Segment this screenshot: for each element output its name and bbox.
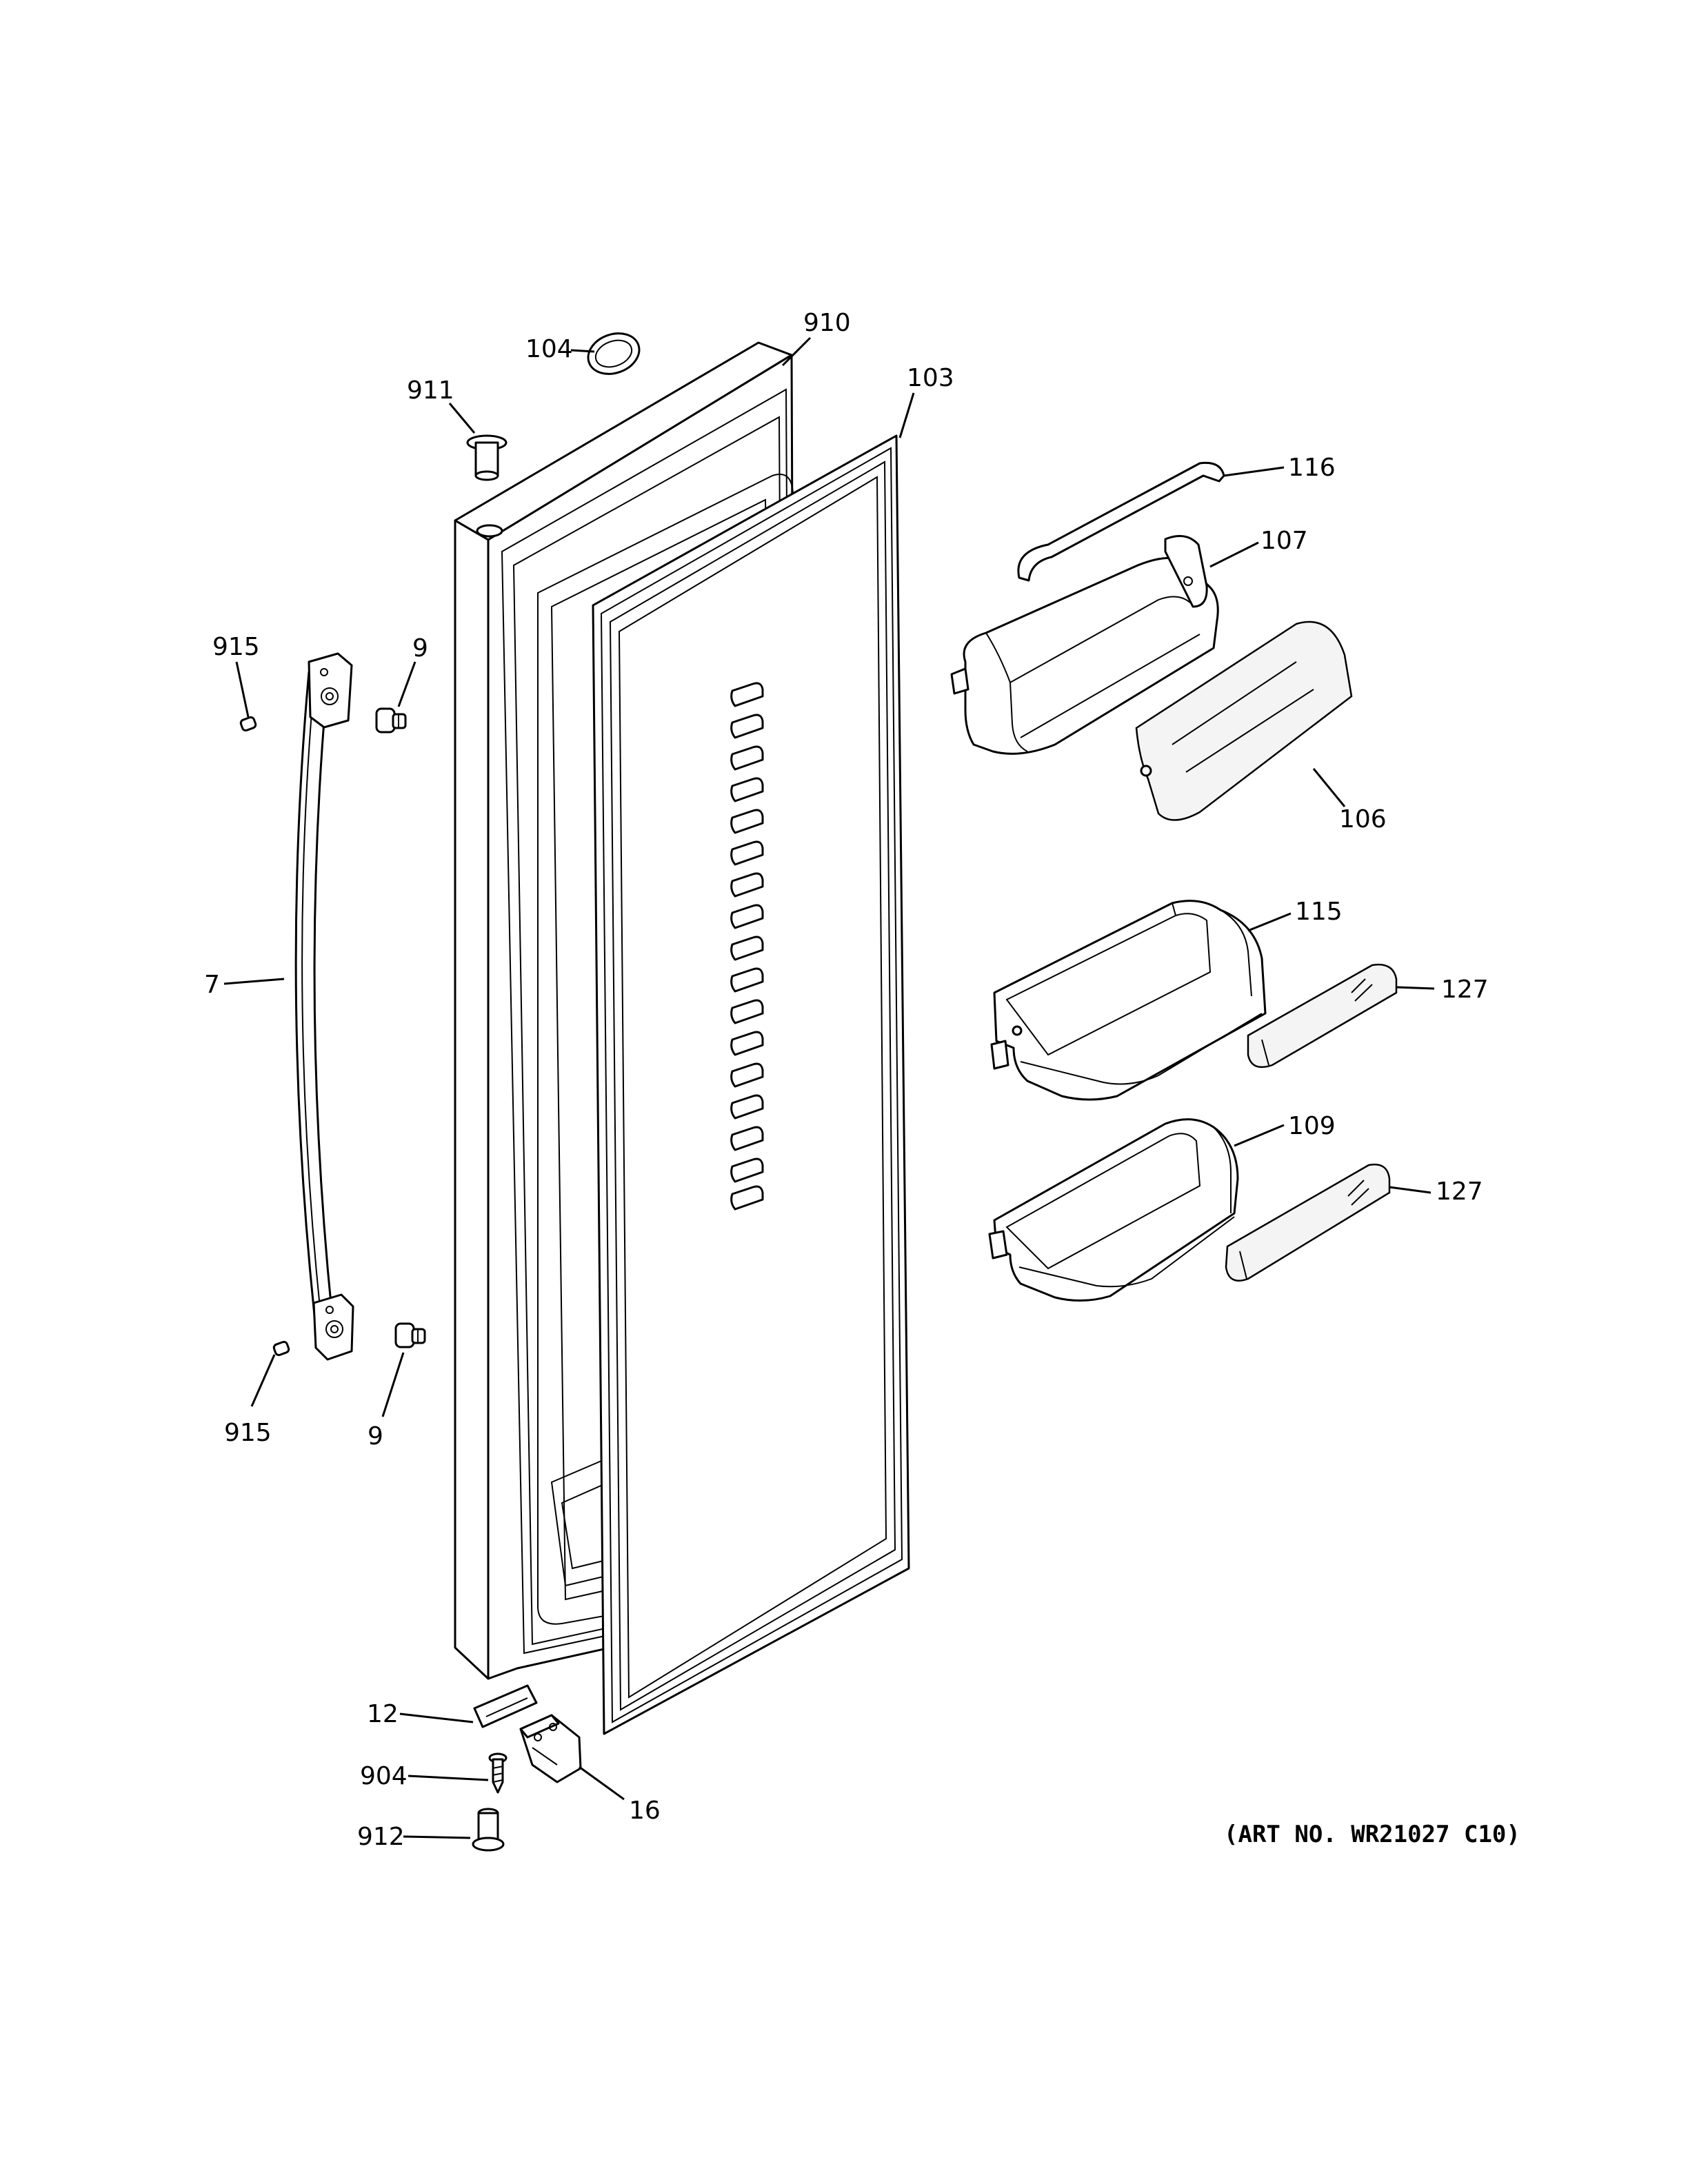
hinge-bracket-16 [519, 1714, 582, 1783]
label-103: 103 [907, 364, 954, 392]
label-107: 107 [1260, 527, 1308, 555]
bin-rail-116 [1017, 461, 1225, 582]
door-bin-109 [988, 1118, 1239, 1302]
setscrew-915-top [239, 716, 257, 732]
label-12: 12 [367, 1700, 399, 1728]
label-9-top: 9 [412, 634, 428, 663]
liner-shelf-clips [730, 682, 764, 1211]
dairy-bin-107 [950, 535, 1219, 755]
stud-9-bottom [394, 1322, 426, 1348]
label-127-bottom: 127 [1436, 1177, 1483, 1206]
label-109: 109 [1288, 1112, 1336, 1140]
label-127-top: 127 [1441, 975, 1489, 1004]
stud-9-top [375, 707, 407, 734]
plug-911 [466, 434, 508, 481]
door-handle [294, 652, 354, 1361]
door-bin-115 [990, 900, 1267, 1101]
hinge-shim-12 [473, 1684, 538, 1728]
bushing-912 [472, 1808, 505, 1852]
ring-104 [587, 332, 641, 375]
label-106: 106 [1339, 805, 1387, 833]
label-9-bottom: 9 [368, 1422, 383, 1450]
setscrew-915-bottom [272, 1340, 290, 1357]
screw-904 [488, 1752, 508, 1794]
door-top-hole [476, 524, 503, 538]
label-911: 911 [407, 376, 454, 405]
bin-front-127-bottom [1225, 1163, 1391, 1282]
art-number: (ART NO. WR21027 C10) [1224, 1821, 1520, 1848]
label-910: 910 [803, 309, 851, 337]
label-915-top: 915 [212, 633, 260, 661]
label-7: 7 [204, 971, 220, 999]
label-104: 104 [525, 335, 573, 363]
label-912: 912 [357, 1823, 405, 1851]
bin-front-127-top [1247, 963, 1398, 1069]
label-115: 115 [1295, 898, 1343, 926]
door-gasket [592, 434, 910, 1735]
bin-door-106 [1135, 620, 1353, 821]
leader-lines [223, 336, 1435, 1839]
label-116: 116 [1288, 454, 1336, 482]
label-16: 16 [629, 1797, 661, 1825]
label-904: 904 [360, 1762, 408, 1790]
label-915-bottom: 915 [224, 1419, 272, 1447]
